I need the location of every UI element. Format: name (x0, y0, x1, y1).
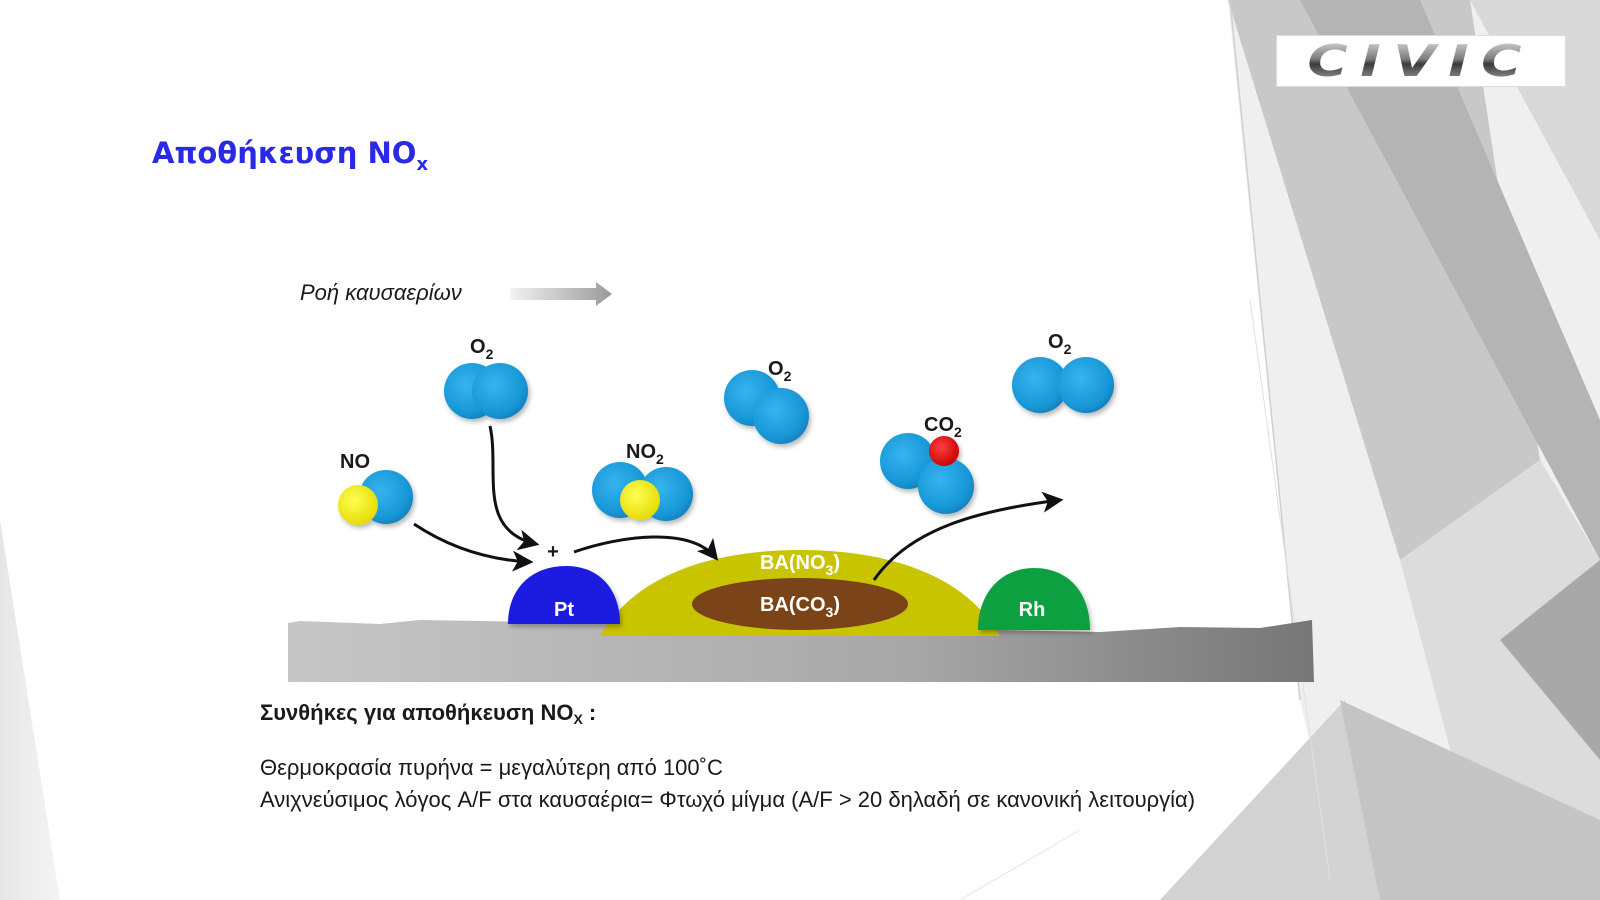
condition-af-ratio: Ανιχνεύσιμος λόγος A/F στα καυσαέρια= Φτ… (260, 787, 1196, 812)
molecule-o2-right (1012, 357, 1114, 413)
conditions-block: Συνθήκες για αποθήκευση NOX : Θερμοκρασί… (260, 690, 1340, 819)
flow-arrow (510, 282, 612, 306)
pt-site (508, 566, 620, 624)
label-o2-right: O2 (1048, 331, 1072, 357)
arrow-o2-to-pt (488, 425, 540, 551)
ba-no3-label: BA(NO3) (760, 552, 840, 578)
molecule-no2 (592, 462, 693, 521)
label-no2: NO2 (626, 441, 664, 467)
molecule-no (338, 470, 413, 525)
rh-site (978, 568, 1090, 630)
ba-co3-label: BA(CO3) (760, 594, 840, 620)
ba-co3-core (692, 578, 908, 630)
rh-label: Rh (1019, 599, 1046, 621)
civic-logo: CIVIC (1276, 35, 1566, 87)
label-co2: CO2 (924, 414, 962, 440)
slide-title-main: Αποθήκευση NO (152, 136, 417, 170)
condition-temperature: Θερμοκρασία πυρήνα = μεγαλύτερη από 100˚… (260, 755, 723, 780)
label-no: NO (340, 451, 370, 473)
flow-label: Ροή καυσαερίων (300, 280, 462, 305)
molecule-o2-middle (724, 370, 809, 444)
logo-text: CIVIC (1307, 35, 1535, 87)
arrow-release (872, 491, 1064, 581)
conditions-heading-main: Συνθήκες για αποθήκευση NO (260, 700, 574, 725)
conditions-heading-sub: X (573, 711, 583, 727)
label-o2-middle: O2 (768, 358, 792, 384)
slide-title: Αποθήκευση NOx (152, 136, 428, 175)
plus-sign: + (547, 541, 559, 563)
label-o2-left: O2 (470, 336, 494, 362)
conditions-heading: Συνθήκες για αποθήκευση NOX : (260, 700, 1340, 727)
arrow-no-to-pt (413, 522, 534, 572)
molecule-co2 (880, 433, 974, 514)
pt-label: Pt (554, 599, 574, 621)
conditions-heading-tail: : (582, 700, 597, 725)
molecule-o2-left (444, 363, 528, 419)
substrate (288, 620, 1314, 682)
arrow-pt-to-storage (573, 535, 719, 561)
slide-title-sub: x (416, 154, 429, 175)
